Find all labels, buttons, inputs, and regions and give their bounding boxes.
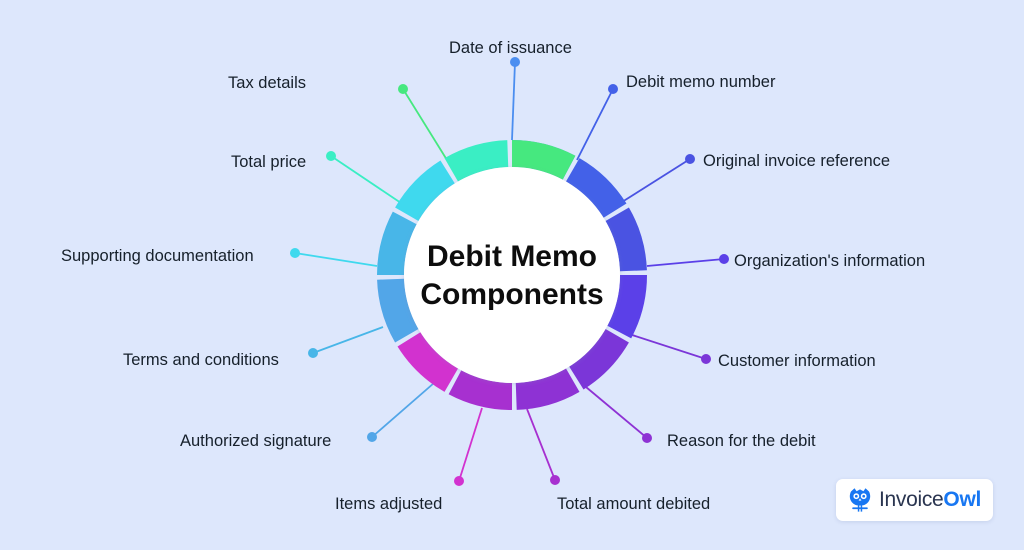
callout-label: Total price (231, 153, 306, 171)
callout-label: Items adjusted (335, 495, 442, 513)
callout-label: Original invoice reference (703, 152, 890, 170)
connector-line (458, 407, 483, 482)
callout-label: Authorized signature (180, 432, 331, 450)
callout-dot[interactable] (510, 57, 520, 67)
ring-segment[interactable] (397, 332, 458, 392)
ring-segment[interactable] (512, 140, 576, 180)
connector-line (312, 326, 384, 354)
connector-line (621, 158, 691, 203)
owl-icon (849, 488, 871, 512)
center-title-line2: Components (420, 278, 603, 311)
connector-line (646, 258, 725, 267)
connector-line (579, 381, 648, 439)
callout-dots-group (290, 57, 729, 486)
callout-label: Debit memo number (626, 73, 776, 91)
connector-line (511, 61, 516, 141)
center-title-line1: Debit Memo (427, 240, 597, 273)
ring-segment[interactable] (607, 275, 647, 339)
callout-dot[interactable] (367, 432, 377, 442)
ring-segment[interactable] (566, 158, 627, 218)
ring-segment[interactable] (377, 211, 417, 275)
ring-segment[interactable] (569, 329, 629, 390)
connector-line (294, 252, 378, 267)
connector-line (371, 382, 435, 438)
callout-dot[interactable] (719, 254, 729, 264)
ring-segment[interactable] (377, 278, 419, 343)
logo-word-owl: Owl (943, 488, 982, 511)
callout-dot[interactable] (642, 433, 652, 443)
connector-line (526, 408, 556, 481)
callout-dot[interactable] (701, 354, 711, 364)
callout-label: Organization's information (734, 252, 925, 270)
callout-dot[interactable] (685, 154, 695, 164)
callout-dot[interactable] (398, 84, 408, 94)
ring-segments-group (377, 140, 647, 410)
callout-dot[interactable] (326, 151, 336, 161)
center-disc (404, 167, 620, 383)
callout-dot[interactable] (550, 475, 560, 485)
callout-label: Terms and conditions (123, 351, 279, 369)
callout-label: Customer information (718, 352, 876, 370)
ring-segment[interactable] (515, 368, 580, 410)
ring-segment[interactable] (395, 160, 455, 221)
callout-label: Reason for the debit (667, 432, 816, 450)
ring-segment[interactable] (448, 370, 512, 410)
callout-dot[interactable] (308, 348, 318, 358)
callout-dot[interactable] (290, 248, 300, 258)
callout-label: Date of issuance (449, 39, 572, 57)
callout-label: Tax details (228, 74, 306, 92)
connector-line (576, 88, 614, 161)
logo-word-invoice: Invoice (878, 488, 944, 511)
invoiceowl-logo[interactable]: InvoiceOwl (836, 479, 993, 521)
connector-line (625, 332, 707, 360)
callout-label: Supporting documentation (61, 247, 254, 265)
callout-dot[interactable] (454, 476, 464, 486)
callout-label: Total amount debited (557, 495, 710, 513)
connector-line (402, 88, 448, 161)
ring-segment[interactable] (444, 140, 509, 182)
connector-lines-group (294, 61, 725, 482)
callout-dot[interactable] (608, 84, 618, 94)
ring-segment[interactable] (605, 207, 647, 272)
connector-line (330, 155, 402, 204)
